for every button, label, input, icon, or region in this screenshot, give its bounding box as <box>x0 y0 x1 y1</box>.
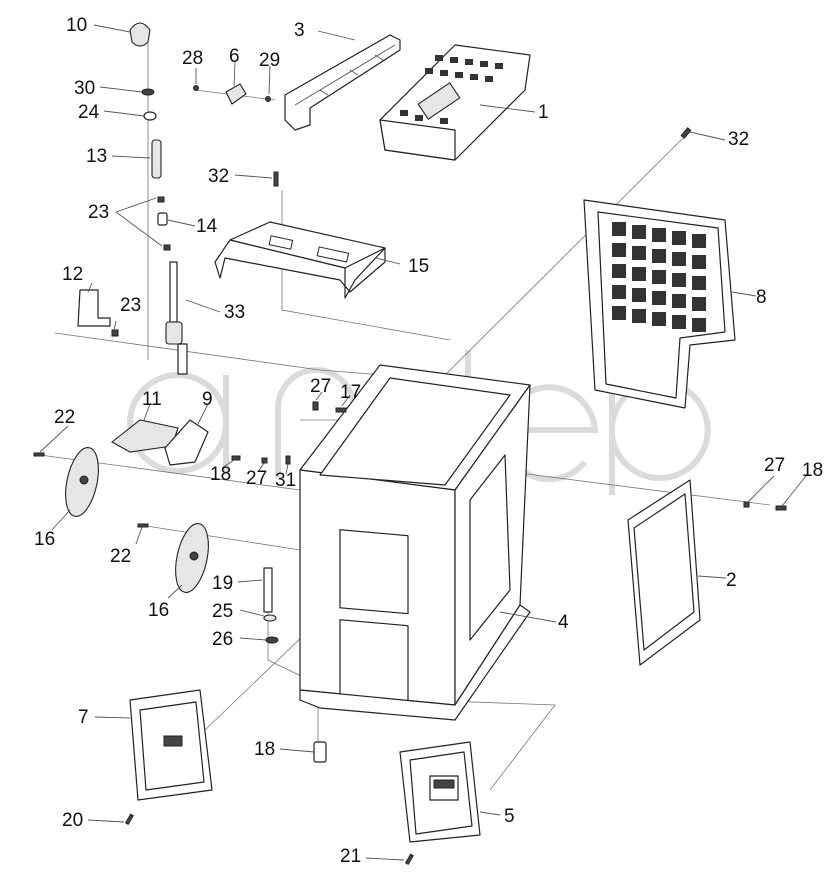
callout-28: 28 <box>182 48 203 69</box>
part-18-bolt-right <box>775 505 787 511</box>
part-6-switch <box>225 83 247 105</box>
callout-30: 30 <box>74 78 95 99</box>
callout-17: 18 <box>254 739 275 760</box>
part-2-side-panel <box>627 479 701 666</box>
part-1-control-panel <box>379 44 531 161</box>
part-9-bracket <box>164 419 209 466</box>
part-33-switch-shaft <box>165 261 188 375</box>
callout-12: 12 <box>62 264 83 285</box>
callout-16-lower: 16 <box>148 600 169 621</box>
callout-18-right: 18 <box>802 460 823 481</box>
part-32-screw-right <box>680 127 692 139</box>
part-12-bracket <box>77 289 111 327</box>
callout-32-right: 32 <box>728 129 749 150</box>
part-4-main-frame <box>299 364 531 721</box>
part-22-screw-upper <box>33 452 45 457</box>
callout-22-upper: 22 <box>54 407 75 428</box>
callout-23-lower: 23 <box>120 295 141 316</box>
part-22-screw-lower <box>137 523 149 528</box>
part-26-nut <box>265 636 279 644</box>
part-13-shaft <box>151 139 162 179</box>
part-16-plate-upper <box>65 447 99 517</box>
callout-4: 4 <box>558 612 569 633</box>
callout-labels: 10 30 24 13 23 14 12 23 33 3 6 28 29 1 3… <box>34 15 823 867</box>
part-31-screw <box>285 455 291 465</box>
callout-2: 2 <box>726 570 737 591</box>
callout-27-right: 27 <box>764 455 785 476</box>
callout-9: 9 <box>202 389 213 410</box>
callout-26: 26 <box>212 629 233 650</box>
callout-1: 1 <box>538 102 549 123</box>
callout-10: 10 <box>66 15 87 36</box>
part-19-bolt <box>231 455 241 461</box>
callout-25: 25 <box>212 601 233 622</box>
callout-3: 3 <box>294 20 305 41</box>
callout-27-left: 27 <box>246 468 267 489</box>
part-21-screw-right <box>404 853 414 866</box>
part-32-screw-upper <box>273 171 279 187</box>
part-20-bolt <box>263 567 273 613</box>
callout-27-top: 27 <box>310 376 331 397</box>
part-23-nut-lower <box>163 244 171 251</box>
callout-11: 11 <box>142 389 162 410</box>
part-25-washer <box>263 614 277 622</box>
leader-lines <box>39 24 807 861</box>
part-24-nut <box>143 111 157 121</box>
part-10-knob <box>129 22 151 47</box>
part-28-screw <box>193 85 199 91</box>
callout-7: 7 <box>78 707 89 728</box>
callout-20: 19 <box>212 573 233 594</box>
part-23-nut-upper <box>157 196 165 203</box>
callout-21-right: 21 <box>340 846 361 867</box>
part-30-washer <box>141 88 155 96</box>
callout-15: 15 <box>408 256 429 277</box>
callout-6: 6 <box>229 46 240 67</box>
callout-8: 8 <box>756 287 767 308</box>
callout-22-lower: 22 <box>110 546 131 567</box>
part-8-rear-panel <box>583 199 736 409</box>
part-27-washer-top <box>312 401 319 411</box>
callout-21-left: 20 <box>62 810 83 831</box>
part-21-screw-left <box>124 813 134 826</box>
part-23-nut-bracket <box>111 329 119 337</box>
part-17-spacer <box>313 741 327 763</box>
callout-16-upper: 16 <box>34 529 55 550</box>
callout-14: 14 <box>196 216 218 237</box>
callout-18-top: 17 <box>340 382 361 403</box>
callout-29: 29 <box>259 50 280 71</box>
part-14-coupler <box>157 212 168 226</box>
callout-5: 5 <box>504 806 515 827</box>
part-3-mounting-rail <box>284 34 401 131</box>
part-29-screw <box>265 96 271 102</box>
callout-31: 31 <box>275 470 296 491</box>
callout-24: 24 <box>78 102 100 123</box>
callout-13: 13 <box>86 146 107 167</box>
part-16-plate-lower <box>175 523 209 593</box>
part-7-door-frame <box>129 689 213 801</box>
part-18-bolt-top <box>335 407 347 413</box>
callout-19: 18 <box>210 464 231 485</box>
part-5-door-frame <box>399 741 481 843</box>
part-15-mounting-plate <box>214 221 386 299</box>
callout-32-upper: 32 <box>208 166 229 187</box>
part-27-washer-left <box>261 457 268 464</box>
part-27-washer-right <box>743 501 750 508</box>
callout-33: 33 <box>224 302 245 323</box>
callout-23-upper: 23 <box>88 202 109 223</box>
